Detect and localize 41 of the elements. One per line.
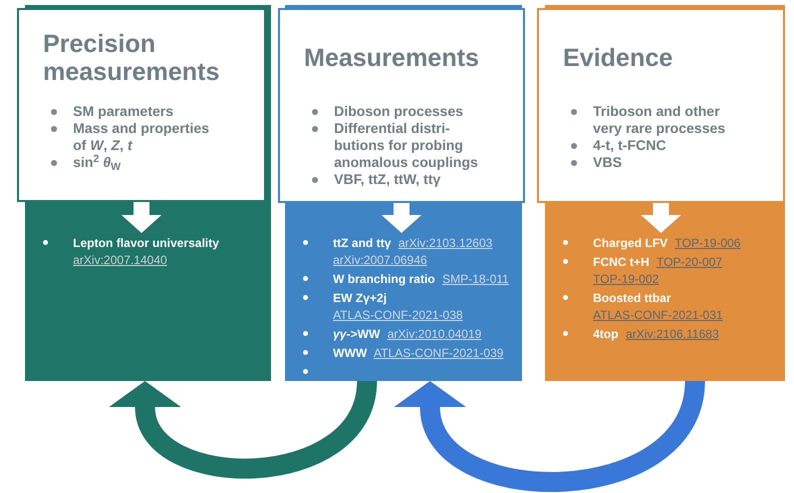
bullet-text: 4-t, t-FCNC bbox=[593, 137, 668, 154]
arrow bbox=[382, 203, 422, 233]
list-item-text: EW Zγ+2j bbox=[333, 291, 387, 305]
list-item-text: Boosted ttbar bbox=[593, 291, 671, 305]
list-item-text: ttZ and ttγ bbox=[333, 236, 391, 250]
card-heading: Measurements bbox=[304, 44, 480, 72]
reference-link: arXiv:2103.12603 bbox=[398, 236, 492, 250]
list-item-text: Lepton flavor universality bbox=[73, 236, 220, 250]
bullet-text: VBF, ttZ, ttW, ttγ bbox=[334, 171, 442, 188]
reference-link: arXiv:2010.04019 bbox=[387, 327, 482, 341]
bullet-text: VBS bbox=[593, 154, 623, 171]
curved-arrow bbox=[394, 379, 705, 492]
reference-link: TOP-19-002 bbox=[593, 272, 659, 286]
text-card bbox=[17, 8, 266, 202]
reference-link: arXiv:2007.14040 bbox=[73, 253, 168, 267]
text-card bbox=[537, 8, 785, 203]
reference-link: SMP-18-011 bbox=[442, 272, 509, 286]
reference-link: ATLAS-CONF-2021-038 bbox=[333, 308, 463, 322]
list-item-text: γγ->WW bbox=[333, 327, 380, 341]
list-item-text: FCNC t+H bbox=[593, 255, 650, 269]
curved-arrow bbox=[110, 379, 377, 478]
card-heading: Evidence bbox=[563, 44, 673, 72]
reference-link: ATLAS-CONF-2021-039 bbox=[374, 346, 504, 360]
card-heading: Precision measurements bbox=[43, 30, 220, 86]
reference-link: arXiv:2007.06946 bbox=[333, 253, 428, 267]
reference-link: TOP-19-006 bbox=[674, 236, 741, 250]
bullet-text: Diboson processes bbox=[334, 103, 464, 120]
list-item-text: Charged LFV bbox=[593, 236, 668, 250]
text-card bbox=[278, 8, 525, 203]
reference-link: ATLAS-CONF-2021-031 bbox=[593, 308, 723, 322]
bullet-text: Differential distri- butions for probing anomalous couplings bbox=[334, 120, 479, 171]
arrow bbox=[122, 202, 162, 233]
bullet-text: Triboson and other very rare processes bbox=[593, 103, 726, 137]
reference-link: TOP-20-007 bbox=[656, 255, 722, 269]
list-item-text: WWW bbox=[333, 346, 367, 360]
list-item-text: W branching ratio bbox=[333, 272, 435, 286]
bullet-text: sin$^{2}$ θ$_{W}$ bbox=[73, 154, 122, 171]
reference-link: arXiv:2106.11683 bbox=[626, 327, 719, 341]
list-item-text: 4top bbox=[593, 327, 618, 341]
arrow bbox=[641, 203, 681, 233]
bullet-text: SM parameters bbox=[73, 103, 174, 120]
